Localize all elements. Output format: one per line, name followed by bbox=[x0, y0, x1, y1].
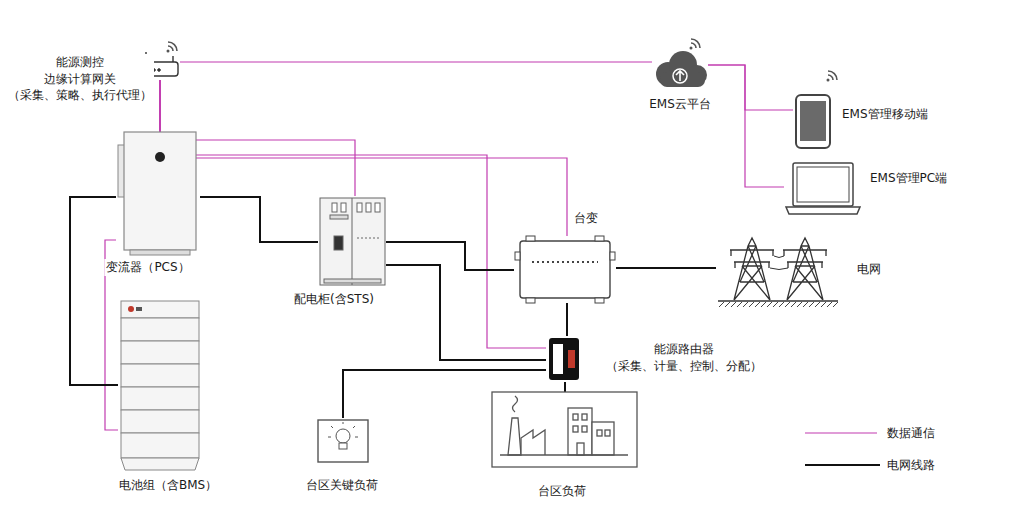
energy-router-icon bbox=[549, 338, 579, 380]
device-label: 配电柜(含STS) bbox=[292, 291, 376, 308]
laptop-icon bbox=[786, 163, 860, 214]
data-line bbox=[708, 65, 793, 110]
device-node: 变流器（PCS） bbox=[116, 130, 200, 256]
device-label: EMS管理移动端 bbox=[840, 106, 930, 123]
device-node: 配电柜(含STS) bbox=[318, 196, 386, 286]
device-node: EMS云平台 bbox=[652, 38, 708, 90]
device-node: 台区关键负荷 bbox=[316, 418, 370, 464]
device-node: 能源路由器 （采集、计量、控制、分配） bbox=[546, 336, 582, 382]
transformer-icon bbox=[515, 236, 615, 303]
pcs-cabinet-icon bbox=[118, 132, 196, 255]
legend-samples bbox=[805, 433, 880, 465]
device-node: 台变 bbox=[514, 236, 616, 303]
battery-stack-icon bbox=[121, 301, 199, 470]
power-line bbox=[616, 267, 716, 269]
critical-load-icon bbox=[318, 420, 368, 462]
device-label: 电网 bbox=[855, 261, 883, 278]
device-node: 台区负荷 bbox=[490, 392, 640, 470]
power-tower-icon bbox=[718, 238, 838, 307]
device-node: 能源测控 边缘计算网关 （采集、策略、执行代理） bbox=[138, 42, 180, 80]
device-node: 电网 bbox=[716, 234, 840, 306]
device-label: 台区负荷 bbox=[536, 483, 588, 500]
device-label: 能源路由器 （采集、计量、控制、分配） bbox=[604, 341, 764, 374]
device-node: EMS管理移动端 bbox=[793, 93, 833, 150]
data-line bbox=[180, 61, 652, 62]
legend-label: 数据通信 bbox=[885, 425, 937, 441]
power-line bbox=[200, 197, 318, 242]
device-label: 台区关键负荷 bbox=[304, 477, 380, 494]
phone-icon bbox=[796, 71, 837, 148]
device-label: EMS云平台 bbox=[647, 96, 713, 113]
device-label: 能源测控 边缘计算网关 （采集、策略、执行代理） bbox=[6, 54, 154, 104]
legend-label: 电网线路 bbox=[885, 457, 937, 473]
power-line bbox=[564, 382, 566, 392]
device-label: 台变 bbox=[572, 210, 600, 227]
device-label: EMS管理PC端 bbox=[868, 170, 949, 187]
device-label: 电池组（含BMS） bbox=[117, 477, 219, 494]
data-line bbox=[160, 80, 546, 348]
area-load-icon bbox=[492, 392, 637, 467]
device-node: 电池组（含BMS） bbox=[118, 299, 202, 471]
power-line bbox=[70, 197, 118, 385]
device-label: 变流器（PCS） bbox=[104, 259, 191, 276]
distribution-cabinet-icon bbox=[320, 198, 385, 285]
device-node: EMS管理PC端 bbox=[784, 161, 862, 216]
cloud-icon bbox=[656, 39, 707, 87]
data-line bbox=[708, 65, 784, 187]
power-line bbox=[566, 303, 568, 336]
